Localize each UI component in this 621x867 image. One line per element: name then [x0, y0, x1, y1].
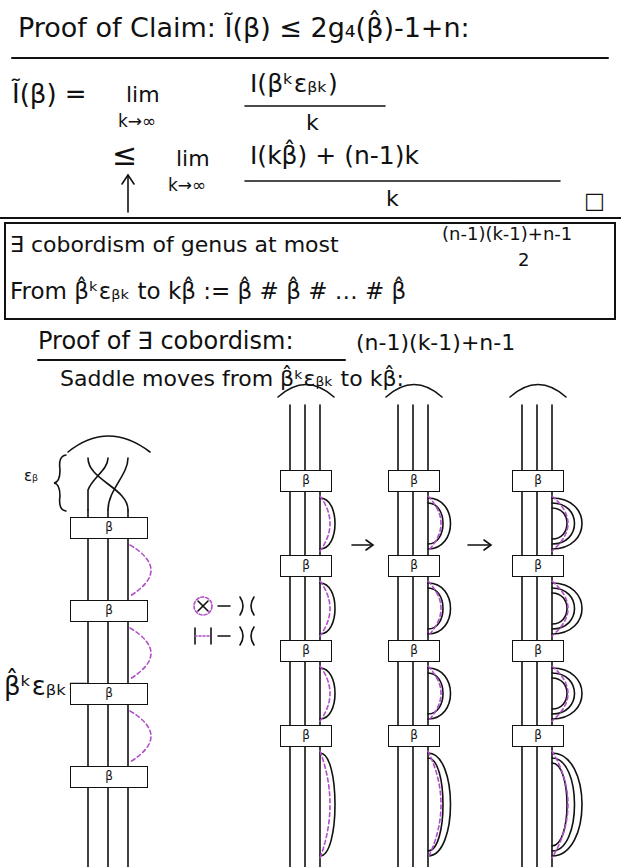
braid-name: β: [410, 644, 418, 658]
braid-box: β: [70, 766, 148, 788]
numerator: I(βᵏεᵦₖ): [250, 70, 338, 99]
braid-name: β: [302, 729, 310, 743]
cup-cap: [320, 583, 335, 634]
heading: Proof of ∃ cobordism:: [38, 328, 294, 356]
claim-text: 2: [518, 250, 529, 271]
qed-mark: □: [584, 188, 605, 213]
underline: [12, 57, 608, 59]
braid-box: β: [388, 470, 440, 492]
braid-name: β: [410, 474, 418, 488]
equation-text: Ĩ(β) =: [12, 80, 87, 110]
saddle-marks: [428, 666, 441, 721]
saddle-marks: [130, 545, 151, 762]
braid-name: β: [105, 770, 113, 784]
claim-box: ∃ cobordism of genus at most (n-1)(k-1)+n…: [4, 222, 616, 320]
claim-text: (n-1)(k-1)+n-1: [442, 224, 572, 245]
closure-hat: [510, 385, 566, 398]
fraction-bar: [245, 180, 560, 182]
saddle-marks: [428, 751, 441, 858]
brace: [54, 455, 66, 511]
saddle-marks: [320, 666, 330, 721]
braid-box: β: [388, 640, 440, 662]
braid-box: β: [70, 517, 148, 539]
saddle-marks: [552, 666, 568, 721]
braid-name: β: [105, 604, 113, 618]
saddle-marks: [552, 581, 568, 636]
denominator: k: [306, 110, 319, 135]
saddle-marks: [552, 751, 568, 858]
braid-name: β: [534, 729, 542, 743]
braid-box: β: [280, 725, 332, 747]
cup-cap: [552, 583, 582, 634]
braid-name: β: [410, 729, 418, 743]
braid-box: β: [512, 470, 564, 492]
braid-box: β: [280, 470, 332, 492]
pointer-arrow: [127, 176, 129, 212]
braid-box: β: [70, 600, 148, 622]
braid-box: β: [280, 640, 332, 662]
cup-cap: [428, 753, 451, 856]
cup-cap: [552, 758, 575, 851]
saddle-marks: [320, 581, 330, 636]
braid-name: β: [302, 559, 310, 573]
braid-name: β: [302, 644, 310, 658]
cup-cap: [552, 763, 567, 846]
cup-cap: [320, 498, 335, 549]
limit: lim: [176, 146, 210, 171]
closure-hat: [68, 436, 150, 452]
fraction-bar: [245, 105, 385, 107]
braid-name: β: [534, 644, 542, 658]
braid-label: εᵦ: [24, 468, 38, 485]
separator: [0, 217, 621, 219]
braid-name: β: [534, 559, 542, 573]
braid-box: β: [70, 683, 148, 705]
note: Saddle moves from β̂ᵏεᵦₖ to kβ̂:: [60, 366, 404, 391]
saddle-marks: [552, 496, 568, 551]
cup-cap: [552, 753, 582, 856]
saddle-legend: [194, 597, 254, 645]
cup-cap: [428, 668, 451, 719]
limit-index: k→∞: [168, 176, 206, 196]
numerator: I(kβ̂) + (n-1)k: [250, 142, 419, 171]
formula: (n-1)(k-1)+n-1: [356, 330, 515, 355]
limit: lim: [126, 82, 160, 107]
braid-box: β: [280, 555, 332, 577]
cup-cap: [552, 668, 582, 719]
braid-box: β: [388, 725, 440, 747]
braid-box: β: [512, 640, 564, 662]
braid-strand: [108, 458, 128, 510]
braid-box: β: [512, 725, 564, 747]
saddle-marks: [428, 581, 441, 636]
inequality: ≤: [112, 138, 137, 173]
cup-cap: [320, 668, 335, 719]
braid-strand: [88, 458, 108, 510]
braid-name: β: [410, 559, 418, 573]
braid-box: β: [388, 555, 440, 577]
title: Proof of Claim: Ĩ(β) ≤ 2g₄(β̂)-1+n:: [18, 12, 470, 43]
saddle-marks: [320, 751, 330, 858]
braid-strand: [88, 458, 128, 510]
saddle-marks: [320, 496, 330, 551]
underline: [38, 359, 345, 361]
braid-name: β: [302, 474, 310, 488]
cup-cap: [428, 583, 451, 634]
claim-text: ∃ cobordism of genus at most: [10, 232, 339, 257]
pointer-arrow: [122, 175, 134, 184]
cup-cap: [428, 498, 451, 549]
claim-text: From β̂ᵏεᵦₖ to kβ̂ := β̂ # β̂ # … # β̂: [10, 278, 406, 304]
braid-name: β: [105, 521, 113, 535]
cup-cap: [552, 498, 582, 549]
braid-name: β: [534, 474, 542, 488]
cup-cap: [320, 753, 335, 856]
saddle-marks: [428, 496, 441, 551]
braid-box: β: [512, 555, 564, 577]
step-arrow: [352, 540, 491, 550]
denominator: k: [386, 186, 399, 211]
limit-index: k→∞: [118, 112, 156, 132]
braid-name: β: [105, 687, 113, 701]
